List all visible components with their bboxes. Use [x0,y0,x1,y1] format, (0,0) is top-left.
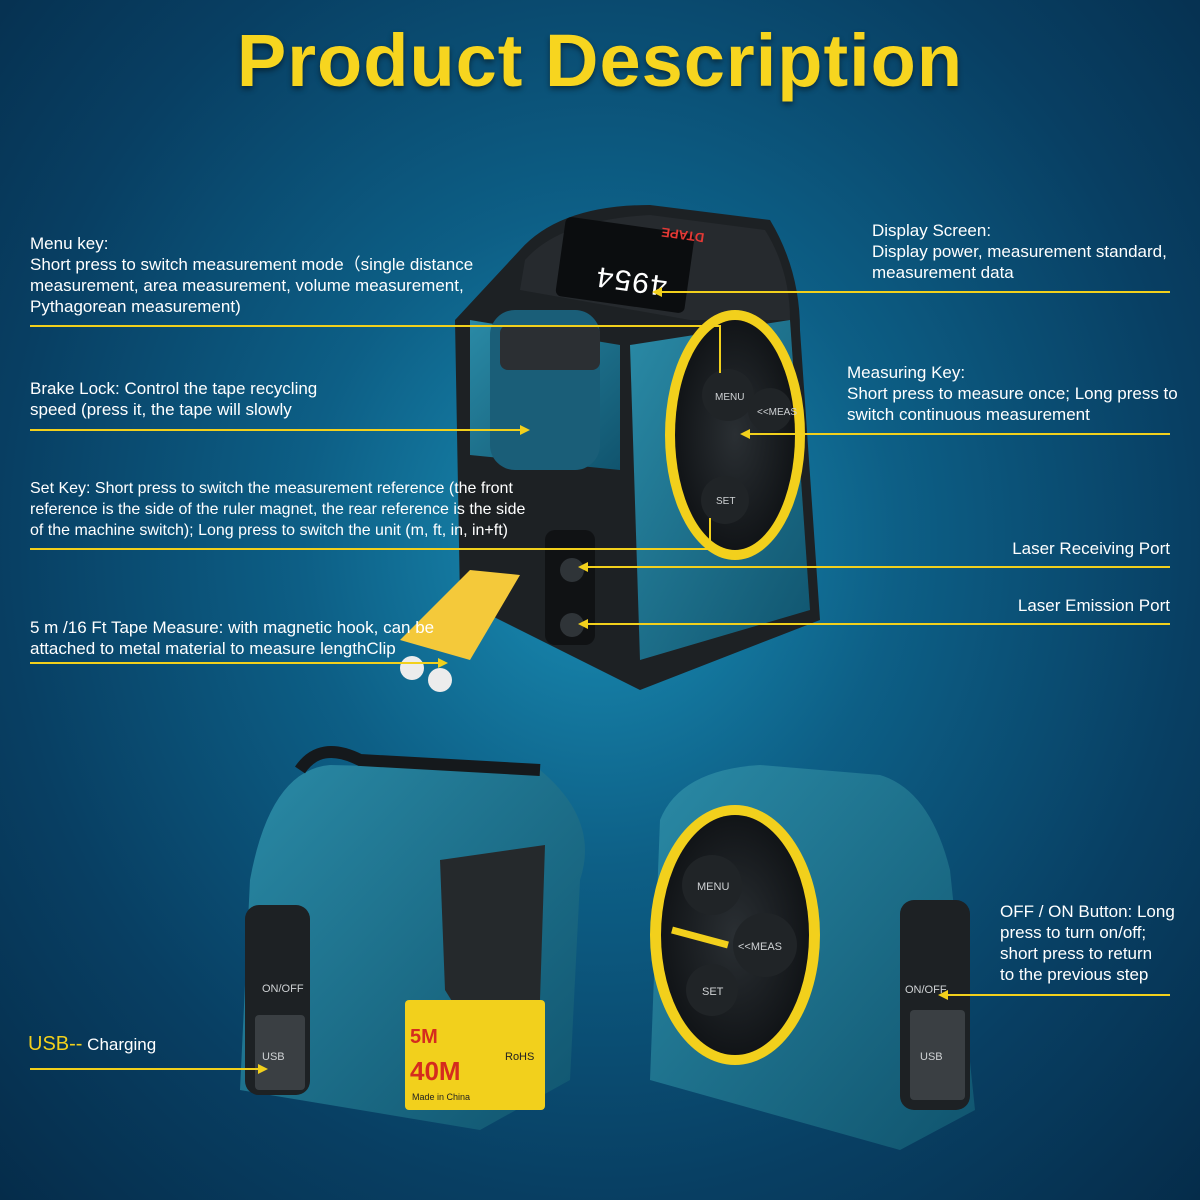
brake-lock-desc: speed (press it, the tape will slowly [30,400,292,419]
brake-lock-leader [30,429,520,431]
display-screen-desc-2: measurement data [872,263,1014,282]
brake-lock-callout: Brake Lock: Control the tape recycling s… [30,378,360,420]
set-key-leader-rise [709,518,711,549]
tape-measure-arrow [438,658,448,668]
brake-lock-title: Brake Lock: Control the tape recycling [30,379,318,398]
display-screen-desc-1: Display power, measurement standard, [872,242,1167,261]
meas-key-label: <<MEAS [757,407,797,418]
menu-key-desc-3: Pythagorean measurement) [30,297,241,316]
onoff-label-right: ON/OFF [905,984,947,996]
off-on-desc-1: press to turn on/off; [1000,923,1147,942]
usb-charging-callout: USB-- Charging [28,1033,156,1056]
meas-key-label-side: <<MEAS [738,941,782,953]
laser-receiving-callout: Laser Receiving Port [900,538,1170,559]
usb-charging-text: Charging [82,1035,157,1054]
tape-length-label: 5M [410,1026,438,1048]
side-device: MENU <<MEAS SET ON/OFF USB [650,765,975,1150]
off-on-title: OFF / ON Button: Long [1000,902,1175,921]
onoff-label-left: ON/OFF [262,983,304,995]
laser-emission-leader [586,623,1170,625]
measuring-key-arrow [740,429,750,439]
set-key-title: Set Key: Short press to switch the measu… [30,480,513,497]
set-key-leader [30,548,710,550]
menu-key-desc-1: Short press to switch measurement mode（s… [30,255,474,274]
menu-key-callout: Menu key: Short press to switch measurem… [30,233,500,317]
usb-leader [30,1068,260,1070]
main-device: 4954 DTAPE MENU <<MEAS SET [400,205,820,692]
menu-key-desc-2: measurement, area measurement, volume me… [30,276,464,295]
made-in-label: Made in China [412,1092,470,1102]
laser-emission-arrow [578,619,588,629]
display-screen-title: Display Screen: [872,221,992,240]
laser-receiving-label: Laser Receiving Port [1012,539,1170,558]
laser-range-label: 40M [410,1056,461,1086]
usb-arrow [258,1064,268,1074]
brake-lock-arrow [520,425,530,435]
set-key-callout: Set Key: Short press to switch the measu… [30,478,570,541]
tape-measure-leader [30,662,440,664]
off-on-arrow [938,990,948,1000]
tape-measure-desc: attached to metal material to measure le… [30,639,396,658]
usb-label-left: USB [262,1051,285,1063]
measuring-key-desc-1: Short press to measure once; Long press … [847,384,1178,403]
menu-key-leader-drop [719,325,721,373]
measuring-key-callout: Measuring Key: Short press to measure on… [847,362,1187,425]
display-screen-callout: Display Screen: Display power, measureme… [872,220,1182,283]
page-title: Product Description [236,19,964,102]
off-on-desc-3: to the previous step [1000,965,1149,984]
tape-measure-title: 5 m /16 Ft Tape Measure: with magnetic h… [30,618,435,637]
laser-receiving-arrow [578,562,588,572]
menu-key-title: Menu key: [30,234,109,253]
display-screen-arrow [652,287,662,297]
measuring-key-title: Measuring Key: [847,363,966,382]
off-on-leader [946,994,1170,996]
measuring-key-desc-2: switch continuous measurement [847,405,1090,424]
set-key-desc-2: of the machine switch); Long press to sw… [30,522,508,539]
brand-label: DTAPE [660,224,705,245]
usb-label-right: USB [920,1051,943,1063]
off-on-callout: OFF / ON Button: Long press to turn on/o… [1000,901,1190,985]
set-key-label-side: SET [702,986,724,998]
rohs-label: RoHS [505,1051,534,1063]
menu-key-label-side: MENU [697,881,729,893]
measuring-key-leader [748,433,1170,435]
laser-receiving-leader [586,566,1170,568]
laser-emission-label: Laser Emission Port [1017,596,1170,615]
usb-prefix: USB-- [28,1033,83,1055]
off-on-desc-2: short press to return [1000,944,1153,963]
tape-measure-callout: 5 m /16 Ft Tape Measure: with magnetic h… [30,617,450,659]
menu-key-leader [30,325,720,327]
display-screen-leader [660,291,1170,293]
back-device: ON/OFF USB 5M 40M RoHS Made in China [240,746,585,1130]
laser-emission-callout: Laser Emission Port [900,595,1170,616]
set-key-desc-1: reference is the side of the ruler magne… [30,501,526,518]
set-key-label: SET [716,496,735,507]
menu-key-label: MENU [715,392,744,403]
